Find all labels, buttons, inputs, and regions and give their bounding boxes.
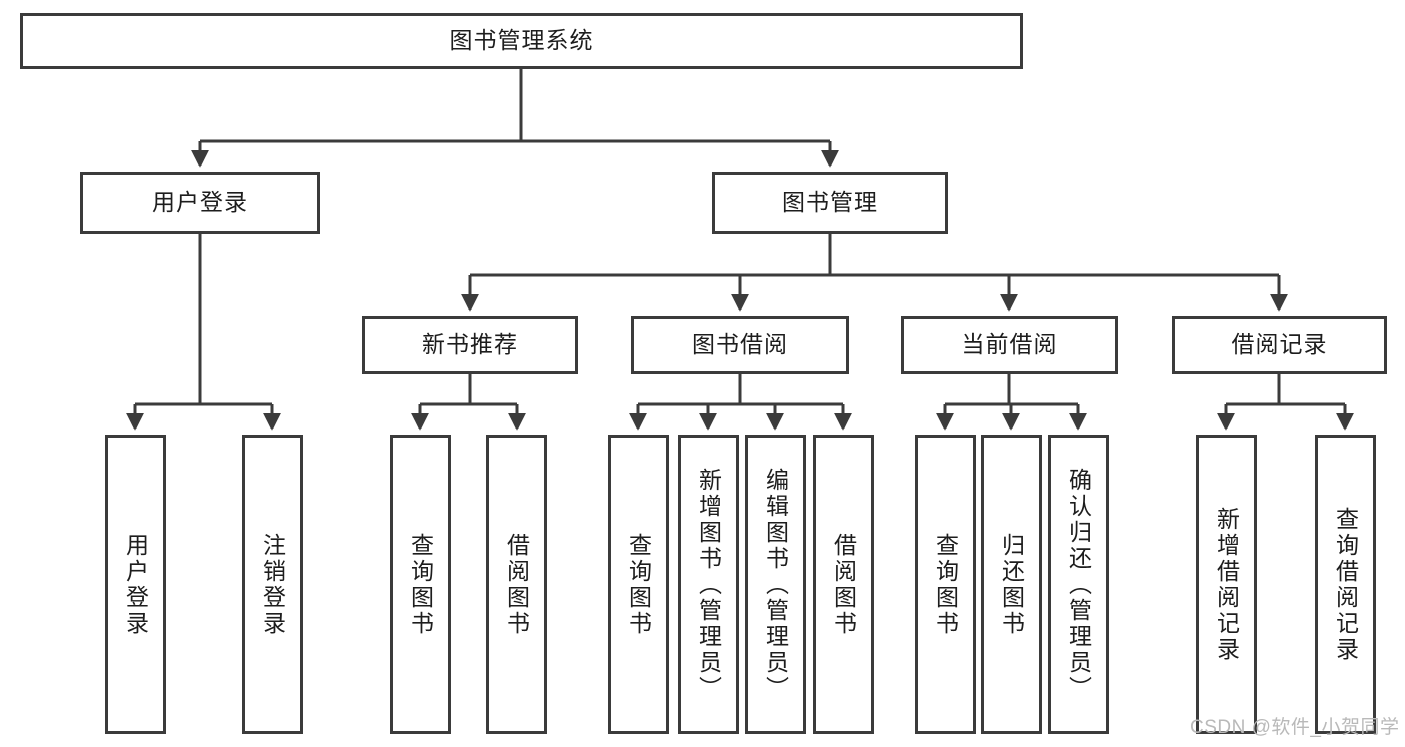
node-user-login[interactable]: 用户登录 bbox=[80, 172, 320, 234]
leaf-node[interactable]: 查询图书 bbox=[390, 435, 451, 734]
leaf-node[interactable]: 确认归还（管理员） bbox=[1048, 435, 1109, 734]
leaf-node[interactable]: 借阅图书 bbox=[486, 435, 547, 734]
leaf-node-label: 新增图书（管理员） bbox=[695, 467, 722, 702]
leaf-node[interactable]: 借阅图书 bbox=[813, 435, 874, 734]
leaf-node-label: 用户登录 bbox=[122, 532, 149, 637]
leaf-node-label: 确认归还（管理员） bbox=[1065, 467, 1092, 702]
leaf-node[interactable]: 查询图书 bbox=[608, 435, 669, 734]
leaf-node[interactable]: 编辑图书（管理员） bbox=[745, 435, 806, 734]
leaf-node[interactable]: 查询借阅记录 bbox=[1315, 435, 1376, 734]
leaf-node-label: 编辑图书（管理员） bbox=[762, 467, 789, 702]
leaf-node-label: 注销登录 bbox=[259, 532, 286, 637]
leaf-node[interactable]: 注销登录 bbox=[242, 435, 303, 734]
leaf-node[interactable]: 新增图书（管理员） bbox=[678, 435, 739, 734]
node-user-login-label: 用户登录 bbox=[152, 189, 248, 216]
leaf-node[interactable]: 归还图书 bbox=[981, 435, 1042, 734]
leaf-node[interactable]: 查询图书 bbox=[915, 435, 976, 734]
node-new-book-recommend-label: 新书推荐 bbox=[422, 331, 518, 358]
node-current-borrow-label: 当前借阅 bbox=[961, 331, 1058, 358]
leaf-node-label: 归还图书 bbox=[998, 532, 1025, 637]
leaf-node-label: 查询图书 bbox=[407, 532, 434, 637]
leaf-node-label: 新增借阅记录 bbox=[1213, 506, 1240, 663]
leaf-node-label: 借阅图书 bbox=[830, 532, 857, 637]
node-root[interactable]: 图书管理系统 bbox=[20, 13, 1023, 69]
node-borrow-record[interactable]: 借阅记录 bbox=[1172, 316, 1387, 374]
node-book-management-label: 图书管理 bbox=[782, 189, 878, 216]
node-root-label: 图书管理系统 bbox=[449, 27, 594, 54]
leaf-node-label: 查询借阅记录 bbox=[1332, 506, 1359, 663]
node-book-management[interactable]: 图书管理 bbox=[712, 172, 948, 234]
leaf-node-label: 查询图书 bbox=[932, 532, 959, 637]
leaf-node[interactable]: 新增借阅记录 bbox=[1196, 435, 1257, 734]
leaf-node-label: 查询图书 bbox=[625, 532, 652, 637]
leaf-node[interactable]: 用户登录 bbox=[105, 435, 166, 734]
watermark: CSDN @软件_小贺同学 bbox=[1190, 717, 1400, 738]
node-current-borrow[interactable]: 当前借阅 bbox=[901, 316, 1118, 374]
node-new-book-recommend[interactable]: 新书推荐 bbox=[362, 316, 578, 374]
node-book-borrow-label: 图书借阅 bbox=[692, 331, 788, 358]
leaf-node-label: 借阅图书 bbox=[503, 532, 530, 637]
node-book-borrow[interactable]: 图书借阅 bbox=[631, 316, 849, 374]
node-borrow-record-label: 借阅记录 bbox=[1231, 331, 1328, 358]
